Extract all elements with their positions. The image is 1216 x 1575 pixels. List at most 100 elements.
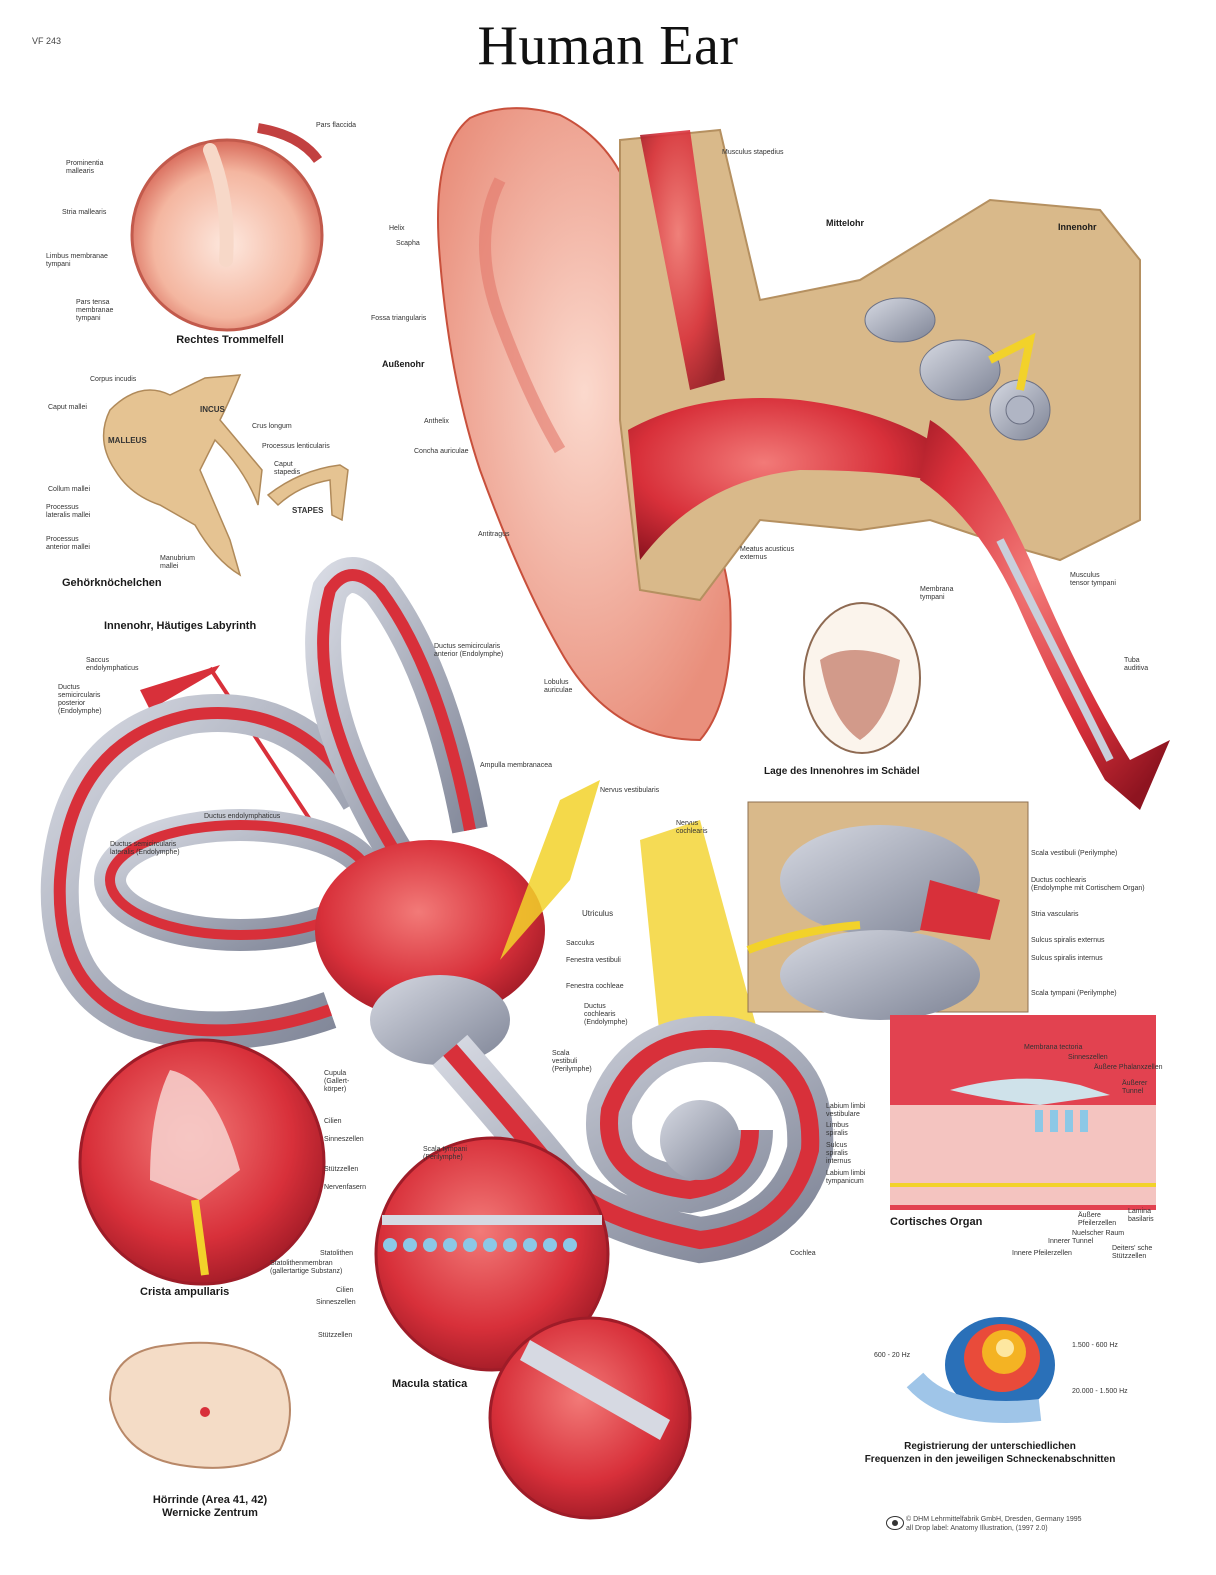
- label-manubrium: Manubrium mallei: [160, 555, 196, 570]
- skull-illustration: [803, 602, 921, 754]
- label-cs-sulcus-ext: Sulcus spiralis externus: [1031, 937, 1105, 944]
- label-ductus-endolymph: Ductus endolymphaticus: [204, 813, 281, 820]
- labyrinth-illustration: [40, 557, 834, 1264]
- caption-eardrum: Rechtes Trommelfell: [176, 334, 284, 346]
- copyright-notice: © DHM Lehrmittelfabrik GmbH, Dresden, Ge…: [906, 1516, 1082, 1532]
- label-pars-flaccida: Pars flaccida: [316, 122, 357, 129]
- label-innerer-tunnel: Innerer Tunnel: [1048, 1238, 1094, 1245]
- label-cs-scala-vestibuli: Scala vestibuli (Perilymphe): [1031, 850, 1118, 857]
- label-fenestra-vestibuli: Fenestra vestibuli: [566, 957, 621, 964]
- label-cupula: Cupula (Gallert- körper): [324, 1070, 350, 1093]
- page-title: Human Ear: [477, 15, 739, 77]
- ossicles-illustration: [102, 374, 349, 577]
- publisher-logo-icon: [886, 1516, 904, 1530]
- label-aeusserer-tunnel: Äußerer Tunnel: [1122, 1080, 1148, 1095]
- label-cs-stria: Stria vascularis: [1031, 911, 1079, 918]
- label-collum-mallei: Collum mallei: [48, 486, 91, 493]
- label-membrana-tectoria: Membrana tectoria: [1024, 1044, 1083, 1051]
- outer-ear-illustration: [437, 107, 1170, 810]
- label-freq-low: 600 - 20 Hz: [874, 1352, 911, 1359]
- label-innenohr: Innenohr: [1058, 222, 1097, 232]
- label-fenestra-cochleae: Fenestra cochleae: [566, 983, 624, 990]
- label-concha: Concha auriculae: [414, 448, 469, 455]
- caption-labyrinth: Innenohr, Häutiges Labyrinth: [104, 620, 257, 632]
- label-scala-vestibuli: Scala vestibuli (Perilymphe): [552, 1050, 592, 1073]
- label-fossa: Fossa triangularis: [371, 315, 427, 322]
- label-amp-cilien: Cilien: [324, 1118, 342, 1125]
- caption-corti: Cortisches Organ: [890, 1216, 983, 1228]
- label-crus-longum: Crus longum: [252, 423, 292, 430]
- frequency-illustration: [906, 1317, 1055, 1423]
- label-stapes: STAPES: [292, 506, 324, 515]
- label-innere-pfeiler: Innere Pfeilerzellen: [1012, 1250, 1072, 1257]
- label-amp-sinneszellen: Sinneszellen: [324, 1136, 364, 1143]
- label-amp-stuetzzellen: Stützzellen: [324, 1166, 359, 1173]
- label-utriculus: Utriculus: [582, 909, 614, 918]
- label-nervus-cochlearis: Nervus cochlearis: [676, 820, 708, 835]
- label-lamina: Lamina basilaris: [1128, 1208, 1154, 1223]
- label-cs-ductus: Ductus cochlearis (Endolymphe mit Cortis…: [1031, 877, 1145, 892]
- label-ductus-posterior: Ductus semicircularis posterior (Endolym…: [58, 684, 102, 715]
- label-lobulus: Lobulus auriculae: [544, 679, 573, 694]
- label-malleus: MALLEUS: [108, 436, 147, 445]
- label-aussenohr: Außenohr: [382, 359, 425, 369]
- caption-brain: Hörrinde (Area 41, 42) Wernicke Zentrum: [152, 1494, 268, 1519]
- label-scala-tympani: Scala tympani (Perilymphe): [423, 1146, 467, 1161]
- label-stria-mallearis: Stria mallearis: [62, 209, 107, 216]
- label-tensor: Musculus tensor tympani: [1070, 572, 1116, 587]
- label-scapha: Scapha: [396, 240, 420, 247]
- label-anthelix: Anthelix: [424, 418, 449, 425]
- label-aussere-phalanx: Äußere Phalanxzellen: [1094, 1064, 1163, 1071]
- label-tuba: Tuba auditiva: [1124, 657, 1149, 672]
- caption-frequency: Registrierung der unterschiedlichen Freq…: [864, 1441, 1116, 1465]
- label-freq-high: 20.000 - 1.500 Hz: [1072, 1388, 1128, 1395]
- label-caput-mallei: Caput mallei: [48, 404, 87, 411]
- eardrum-illustration: [130, 123, 324, 332]
- label-corpus-incudis: Corpus incudis: [90, 376, 137, 383]
- label-ampulla: Ampulla membranacea: [480, 762, 552, 769]
- label-limbus: Limbus membranae tympani: [46, 253, 108, 268]
- label-corti-sinneszellen: Sinneszellen: [1068, 1054, 1108, 1061]
- label-antitragus: Antitragus: [478, 531, 510, 538]
- label-cs-scala-tympani: Scala tympani (Perilymphe): [1031, 990, 1117, 997]
- label-membrana-tympani: Membrana tympani: [920, 586, 954, 601]
- label-nuelscher: Nuelscher Raum: [1072, 1230, 1125, 1237]
- label-processus-lateralis: Processus lateralis mallei: [46, 504, 91, 519]
- ampullaris-illustration: [78, 1038, 326, 1286]
- label-freq-mid: 1.500 - 600 Hz: [1072, 1342, 1118, 1349]
- label-ductus-cochlearis: Ductus cochlearis (Endolymphe): [584, 1003, 628, 1026]
- label-limbus-spiralis: Limbus spiralis: [826, 1122, 849, 1137]
- label-sacculus: Sacculus: [566, 940, 595, 947]
- label-labium-limbi: Labium limbi vestibulare: [826, 1103, 866, 1118]
- caption-ampullaris: Crista ampullaris: [140, 1286, 230, 1298]
- label-corti-sulcus: Sulcus spiralis internus: [826, 1142, 851, 1165]
- cochlea-section-illustration: [746, 801, 1029, 1020]
- label-incus: INCUS: [200, 405, 225, 414]
- label-corti-stuetzzellen: Deiters' sche Stützzellen: [1112, 1245, 1153, 1260]
- macula-illustration: [374, 1136, 692, 1520]
- label-amp-nervenfasern: Nervenfasern: [324, 1184, 367, 1191]
- label-processus-lenticularis: Processus lenticularis: [262, 443, 330, 450]
- label-prominentia: Prominentia mallearis: [66, 160, 104, 175]
- label-mac-cilien: Cilien: [336, 1287, 354, 1294]
- label-mittelohr: Mittelohr: [826, 218, 864, 228]
- label-meatus: Meatus acusticus externus: [740, 546, 795, 561]
- caption-macula: Macula statica: [392, 1378, 468, 1390]
- label-ductus-lateralis: Ductus semicircularis lateralis (Endolym…: [110, 841, 180, 856]
- label-pars-tensa: Pars tensa membranae tympani: [76, 299, 114, 322]
- chart-code: VF 243: [32, 36, 62, 46]
- label-nervus-vestibularis: Nervus vestibularis: [600, 787, 660, 794]
- label-saccus: Saccus endolymphaticus: [86, 657, 139, 672]
- label-statolithenmembran: Statolithenmembran (gallertartige Substa…: [270, 1260, 343, 1275]
- corti-illustration: [890, 1015, 1156, 1210]
- label-mac-stuetzzellen: Stützzellen: [318, 1332, 353, 1339]
- label-mac-sinneszellen: Sinneszellen: [316, 1299, 356, 1306]
- label-musculus-stapedius: Musculus stapedius: [722, 149, 784, 156]
- label-ductus-anterior: Ductus semicircularis anterior (Endolymp…: [434, 643, 504, 658]
- label-helix: Helix: [389, 225, 405, 232]
- label-aussere-pfeiler: Äußere Pfeilerzellen: [1078, 1212, 1117, 1227]
- caption-ossicles: Gehörknöchelchen: [62, 577, 162, 589]
- label-statolithen: Statolithen: [320, 1250, 354, 1257]
- brain-illustration: [108, 1341, 291, 1469]
